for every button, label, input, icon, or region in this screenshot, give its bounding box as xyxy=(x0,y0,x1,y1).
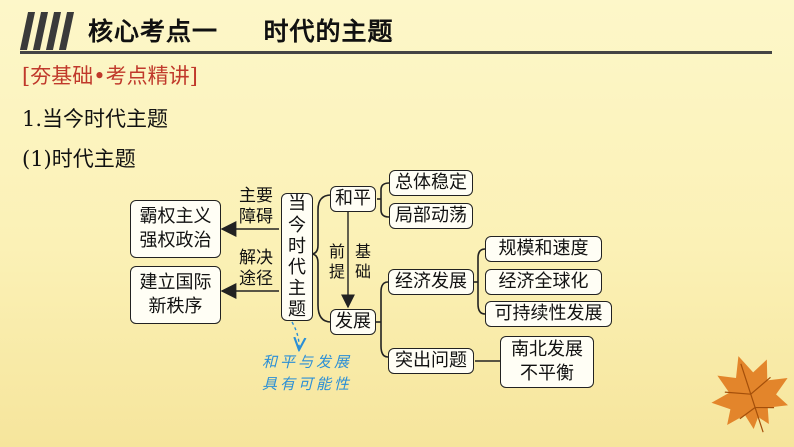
annotation-arrow xyxy=(292,322,299,350)
box-peace: 和平 xyxy=(330,186,376,212)
label-premise: 前 提 xyxy=(328,242,346,282)
box-scale-speed: 规模和速度 xyxy=(485,236,602,262)
box-globalization: 经济全球化 xyxy=(485,269,602,295)
label-main-obstacle: 主要 障碍 xyxy=(236,186,276,229)
box-era-theme: 当 今 时 代 主 题 xyxy=(281,193,313,321)
box-sustainable-development: 可持续性发展 xyxy=(485,301,612,327)
box-new-international-order: 建立国际 新秩序 xyxy=(130,266,221,324)
brace-economic xyxy=(478,249,485,314)
box-north-south-imbalance: 南北发展 不平衡 xyxy=(500,336,594,388)
box-hegemonism: 霸权主义 强权政治 xyxy=(130,200,221,258)
maple-leaf-icon xyxy=(700,344,794,445)
box-overall-stability: 总体稳定 xyxy=(389,170,473,196)
box-local-turmoil: 局部动荡 xyxy=(389,203,473,229)
brace-peace xyxy=(381,183,389,217)
label-solution-path: 解决 途径 xyxy=(236,248,276,291)
box-development: 发展 xyxy=(330,309,376,335)
box-prominent-issue: 突出问题 xyxy=(388,348,474,374)
brace-development xyxy=(381,282,388,357)
label-basis: 基 础 xyxy=(354,242,372,282)
annotation-note: 和平与发展 具有可能性 xyxy=(262,352,352,396)
box-economic-development: 经济发展 xyxy=(388,269,474,295)
